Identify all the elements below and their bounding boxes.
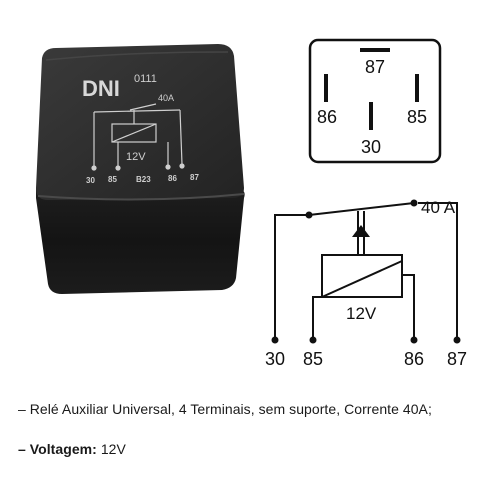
pin-85-label: 85	[407, 107, 427, 127]
relay-pin-87: 87	[190, 173, 199, 182]
relay-rating: 40A	[158, 93, 174, 103]
pinout-diagram: 87 86 85 30	[308, 38, 442, 164]
node-87-top	[410, 199, 418, 207]
relay-body	[36, 44, 245, 294]
pin-30-label: 30	[361, 137, 381, 157]
pin-30-blade	[369, 102, 373, 130]
voltage-label: – Voltagem:	[18, 441, 97, 457]
schematic-pin-30: 30	[265, 349, 285, 369]
relay-voltage: 12V	[126, 151, 146, 163]
node-86	[410, 336, 418, 344]
schematic-current: 40 A	[421, 198, 456, 217]
node-30	[271, 336, 279, 344]
schematic-pin-87: 87	[447, 349, 467, 369]
actuator-arrow	[352, 225, 370, 237]
pin-85-blade	[415, 74, 419, 102]
relay-brand: DNI	[82, 76, 120, 101]
wire-86	[402, 274, 415, 340]
relay-label: DNI 0111 40A 12V	[82, 73, 185, 171]
pin-87-blade	[360, 48, 390, 52]
coil-diagonal	[321, 260, 403, 298]
node-87	[453, 336, 461, 344]
relay-pin-86: 86	[168, 174, 177, 183]
pin-86-blade	[324, 74, 328, 102]
schematic-pin-85: 85	[303, 349, 323, 369]
voltage-line: – Voltagem: 12V	[18, 441, 126, 457]
relay-pin-85: 85	[108, 175, 117, 184]
wire-87	[418, 202, 458, 340]
relay-schematic: 40 A 12V 30 85 86 87	[265, 198, 467, 369]
wire-85	[312, 296, 322, 340]
relay-pin-30: 30	[86, 176, 95, 185]
pin-86-label: 86	[317, 107, 337, 127]
schematic-pin-86: 86	[404, 349, 424, 369]
relay-model: 0111	[134, 73, 157, 85]
relay-photo: DNI 0111 40A 12V 30 85 B23 86 87	[36, 44, 245, 294]
node-85	[309, 336, 317, 344]
schematic-voltage: 12V	[346, 304, 377, 323]
relay-pin-labels: 30 85 B23 86 87	[86, 173, 199, 185]
voltage-value: 12V	[96, 441, 126, 457]
switch-contact	[308, 202, 415, 216]
relay-pin-b23: B23	[136, 175, 151, 184]
description-line: – Relé Auxiliar Universal, 4 Terminais, …	[18, 401, 432, 417]
pin-87-label: 87	[365, 57, 385, 77]
pinout-frame	[308, 38, 442, 164]
node-30-top	[305, 211, 313, 219]
wire-30	[274, 214, 309, 340]
